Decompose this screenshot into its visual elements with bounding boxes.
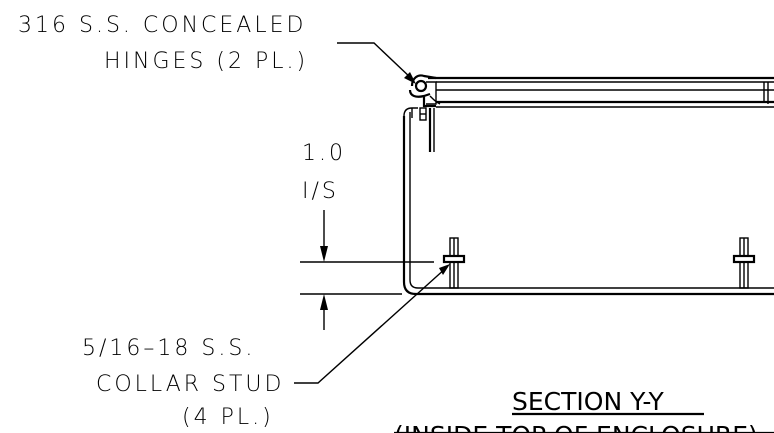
stud-leader <box>294 264 450 384</box>
collar-stud-right <box>732 237 756 289</box>
enclosure-lid <box>428 76 774 108</box>
enclosure-body <box>402 107 774 296</box>
hinge-callout-line1: 316 S.S. CONCEALED <box>18 13 306 38</box>
collar-stud-left <box>442 237 466 289</box>
section-title: SECTION Y-Y <box>512 387 664 416</box>
hinge-detail <box>408 74 441 108</box>
hinge-callout-line2: HINGES (2 PL.) <box>104 49 308 74</box>
dimension-value: 1.0 <box>302 141 346 166</box>
lid-bracket <box>419 107 435 152</box>
hinge-leader <box>337 42 416 84</box>
dimension-lines <box>300 210 434 330</box>
dimension-unit: I/S <box>302 179 339 204</box>
section-subtitle: (INSIDE TOP OF ENCLOSURE) <box>394 421 758 433</box>
stud-callout-line1: 5/16–18 S.S. <box>82 336 255 361</box>
stud-callout-line2: COLLAR STUD <box>96 372 284 397</box>
stud-callout-line3: (4 PL.) <box>182 405 274 430</box>
